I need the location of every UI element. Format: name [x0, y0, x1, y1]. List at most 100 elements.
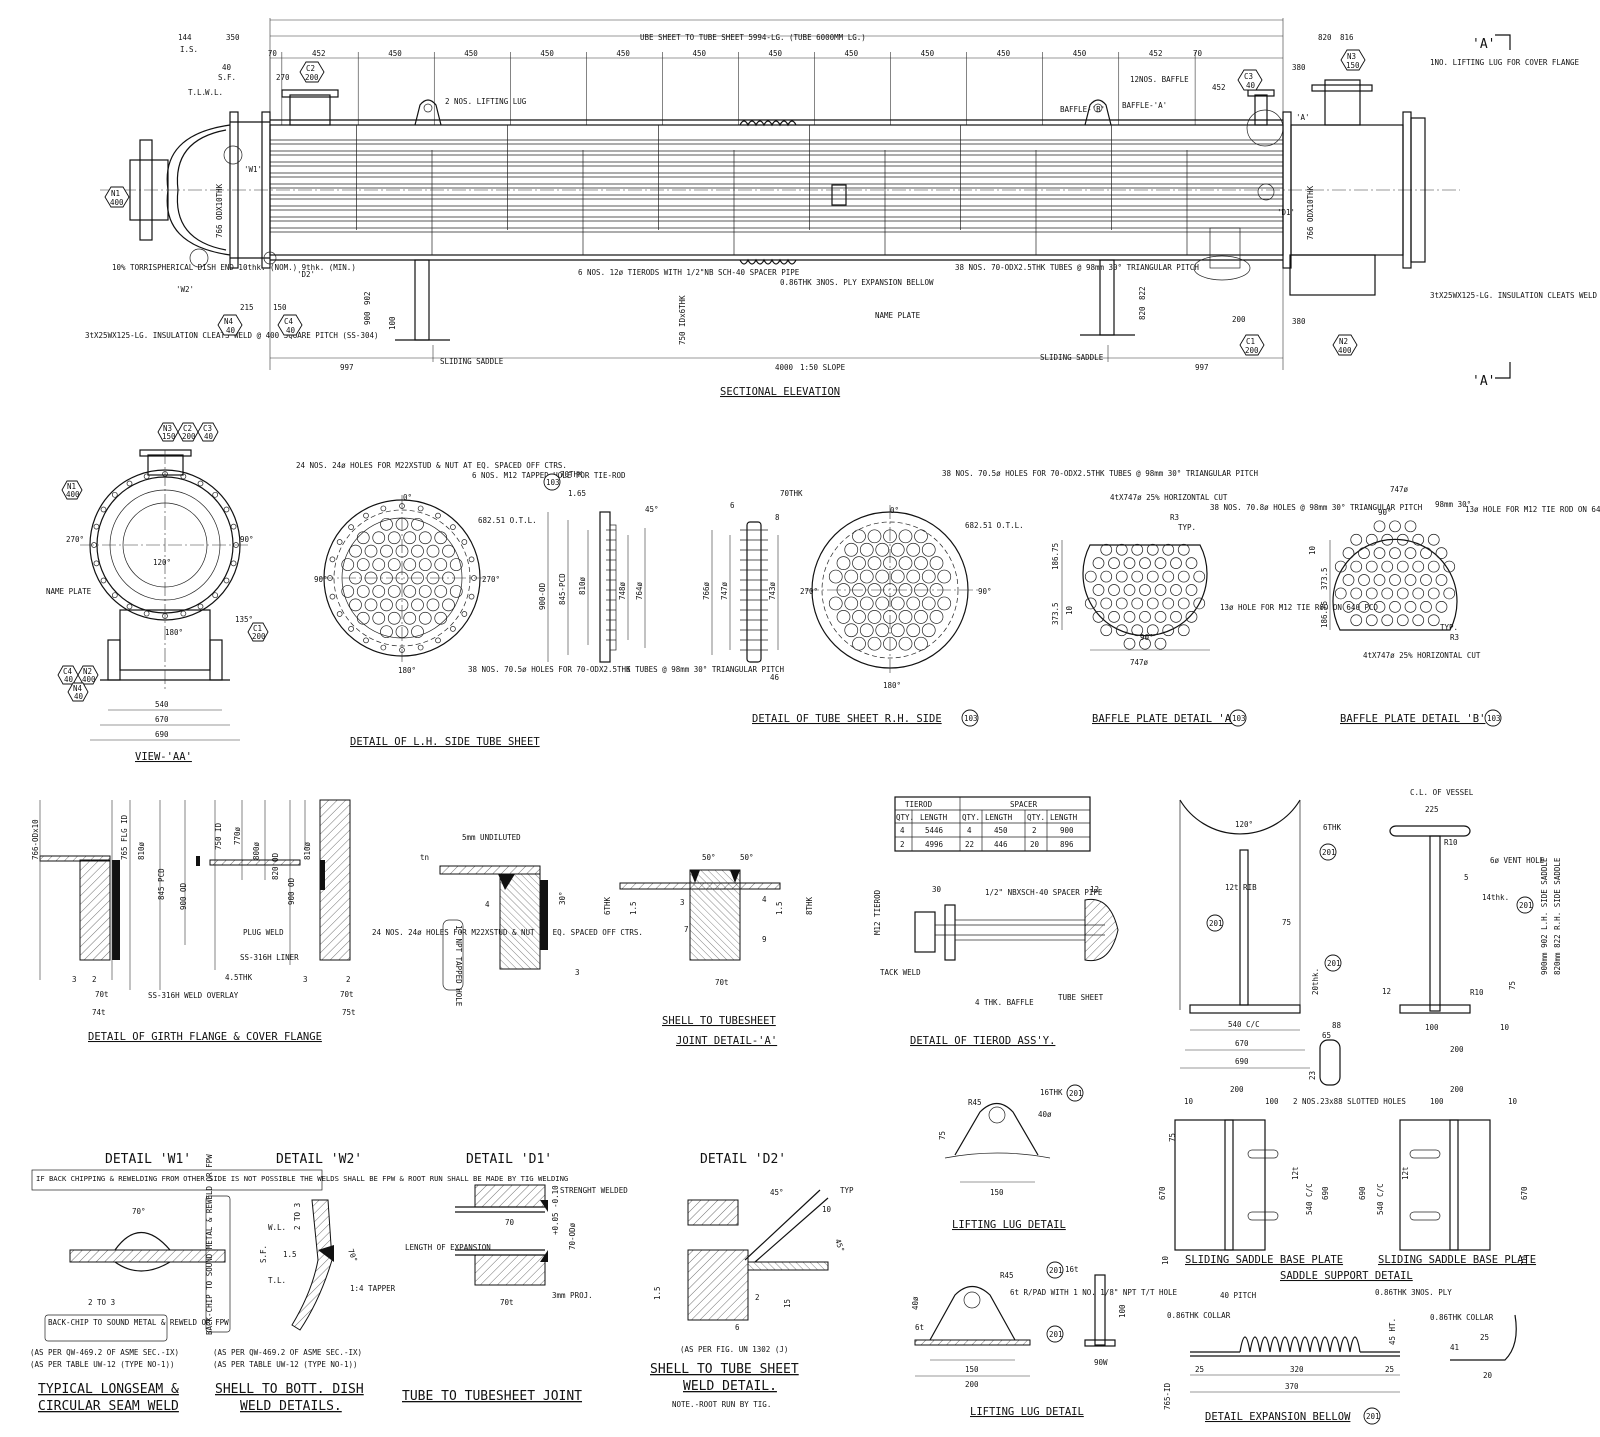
bolt-hole	[180, 610, 187, 617]
svg-text:3tX25WX125-LG. INSULATION CLEA: 3tX25WX125-LG. INSULATION CLEATS WELD @ …	[1430, 291, 1600, 300]
svg-text:4: 4	[485, 900, 490, 909]
tube-hole	[859, 569, 874, 584]
svg-text:103: 103	[546, 478, 560, 487]
tube-hole	[411, 598, 424, 612]
svg-text:'D1': 'D1'	[1277, 208, 1295, 217]
pitch-label: 450	[997, 49, 1011, 58]
svg-text:400: 400	[1338, 346, 1352, 355]
svg-text:10: 10	[1184, 1097, 1194, 1106]
svg-text:200: 200	[1230, 1085, 1244, 1094]
svg-text:90°: 90°	[978, 587, 992, 596]
svg-text:70°: 70°	[132, 1207, 146, 1216]
svg-text:0.86THK 3NOS. PLY EXPANSION BE: 0.86THK 3NOS. PLY EXPANSION BELLOW	[780, 278, 934, 287]
svg-text:40 PITCH: 40 PITCH	[1220, 1291, 1257, 1300]
svg-text:20: 20	[1030, 840, 1040, 849]
svg-text:90°: 90°	[314, 575, 328, 584]
svg-text:1:4 TAPPER: 1:4 TAPPER	[350, 1284, 396, 1293]
svg-text:LENGTH: LENGTH	[985, 813, 1013, 822]
svg-text:16THK: 16THK	[1040, 1088, 1063, 1097]
baffle-hole	[1146, 624, 1159, 637]
svg-text:90W: 90W	[1094, 1358, 1108, 1367]
baffle-hole	[1108, 584, 1120, 596]
svg-text:747ø: 747ø	[720, 581, 729, 600]
svg-text:766 ODX10THK: 766 ODX10THK	[1306, 185, 1315, 240]
baffle-hole	[1365, 560, 1378, 573]
tube-hole	[867, 529, 882, 544]
svg-text:38 NOS. 70.8ø HOLES @ 98mm 30°: 38 NOS. 70.8ø HOLES @ 98mm 30° TRIANGULA…	[1210, 503, 1423, 512]
tube-hole	[914, 609, 928, 624]
tube-hole	[906, 542, 921, 557]
svg-text:4tX747ø 25% HORIZONTAL CUT: 4tX747ø 25% HORIZONTAL CUT	[1363, 651, 1481, 660]
tube-hole	[426, 598, 440, 612]
tube-hole	[380, 544, 393, 558]
svg-text:25: 25	[1480, 1333, 1489, 1342]
detail-w2: DETAIL 'W2' BACK-CHIP TO SOUND METAL & R…	[205, 1152, 396, 1414]
tube-hole	[418, 558, 432, 571]
svg-text:30: 30	[932, 885, 942, 894]
svg-text:690: 690	[155, 730, 169, 739]
svg-text:90°: 90°	[1378, 508, 1392, 517]
baffle-hole	[1342, 574, 1355, 586]
baffle-hole	[1342, 547, 1355, 560]
svg-text:40: 40	[286, 326, 296, 335]
svg-text:270°: 270°	[482, 575, 500, 584]
svg-text:820: 820	[1138, 306, 1147, 320]
baffle-hole	[1334, 587, 1347, 600]
svg-text:690: 690	[1321, 1186, 1330, 1200]
svg-text:NOTE.-ROOT RUN BY TIG.: NOTE.-ROOT RUN BY TIG.	[672, 1400, 771, 1409]
pitch-label: 450	[1073, 49, 1087, 58]
svg-text:201: 201	[1519, 901, 1533, 910]
svg-text:820mm 822 R.H. SIDE SADDLE: 820mm 822 R.H. SIDE SADDLE	[1553, 857, 1562, 975]
baffle-hole	[1185, 584, 1198, 596]
svg-text:TYPICAL LONGSEAM &: TYPICAL LONGSEAM &	[38, 1382, 179, 1397]
tube-hole	[859, 542, 874, 557]
svg-text:2 NOS.23x88 SLOTTED HOLES: 2 NOS.23x88 SLOTTED HOLES	[1293, 1097, 1406, 1106]
svg-text:C3: C3	[1244, 72, 1253, 81]
joint-detail-a: 50° 50° 6THK 8THK 1.5 1.5 3 4 7 9 70t SH…	[603, 853, 814, 1047]
pitch-label: 70	[1193, 49, 1203, 58]
svg-text:8: 8	[775, 513, 780, 522]
tube-hole	[387, 611, 401, 625]
svg-text:R45: R45	[968, 1098, 982, 1107]
svg-text:682.51 O.T.L.: 682.51 O.T.L.	[965, 521, 1024, 530]
bolt-hole	[230, 560, 237, 567]
svg-text:180°: 180°	[398, 666, 416, 675]
baffle-hole	[1396, 614, 1409, 627]
svg-text:747ø: 747ø	[1390, 485, 1409, 494]
tube-hole	[852, 609, 866, 624]
tube-hole	[836, 556, 851, 571]
svg-text:100: 100	[388, 316, 397, 330]
detail-d1: DETAIL 'D1' STRENGHT WELDED +0.05 -0.10 …	[402, 1152, 628, 1404]
svg-text:225: 225	[1425, 805, 1439, 814]
svg-text:75: 75	[1282, 918, 1291, 927]
svg-text:CIRCULAR SEAM WELD: CIRCULAR SEAM WELD	[38, 1399, 179, 1414]
baffle-hole	[1373, 600, 1386, 613]
tube-hole	[867, 609, 882, 624]
svg-text:N4: N4	[73, 684, 83, 693]
baffle-hole	[1100, 624, 1113, 637]
detail-d2: DETAIL 'D2' 45° TYP 10 45° 1.5 2 15 6 (A…	[650, 1152, 854, 1409]
tube-hole	[349, 598, 362, 612]
baffle-hole	[1435, 574, 1448, 586]
tube-hole	[341, 558, 355, 571]
svg-text:0°: 0°	[403, 493, 412, 502]
svg-text:3: 3	[72, 975, 77, 984]
bolt-hole	[212, 491, 219, 498]
saddle-support: C.L. OF VESSEL 225 6THK 120° 12t RIB 75 …	[1179, 788, 1562, 1086]
tube-hole	[898, 556, 913, 571]
svg-text:766 ODX10THK: 766 ODX10THK	[215, 183, 224, 238]
baffle-hole	[1373, 520, 1386, 533]
baffle-hole	[1443, 560, 1456, 573]
baffle-hole	[1389, 547, 1401, 560]
svg-text:75t: 75t	[342, 1008, 356, 1017]
svg-text:N4: N4	[224, 317, 234, 326]
svg-text:DETAIL 'W2': DETAIL 'W2'	[276, 1152, 362, 1167]
svg-text:201: 201	[1327, 959, 1341, 968]
svg-text:747ø: 747ø	[1130, 658, 1149, 667]
baffle-hole	[1115, 543, 1128, 556]
detail-w1: DETAIL 'W1' IF BACK CHIPPING & REWELDING…	[30, 1152, 568, 1414]
baffle-hole	[1092, 584, 1105, 596]
svg-text:SLIDING SADDLE BASE PLATE: SLIDING SADDLE BASE PLATE	[1185, 1254, 1343, 1266]
tube-hole	[380, 625, 393, 639]
baffle-hole	[1162, 597, 1175, 610]
